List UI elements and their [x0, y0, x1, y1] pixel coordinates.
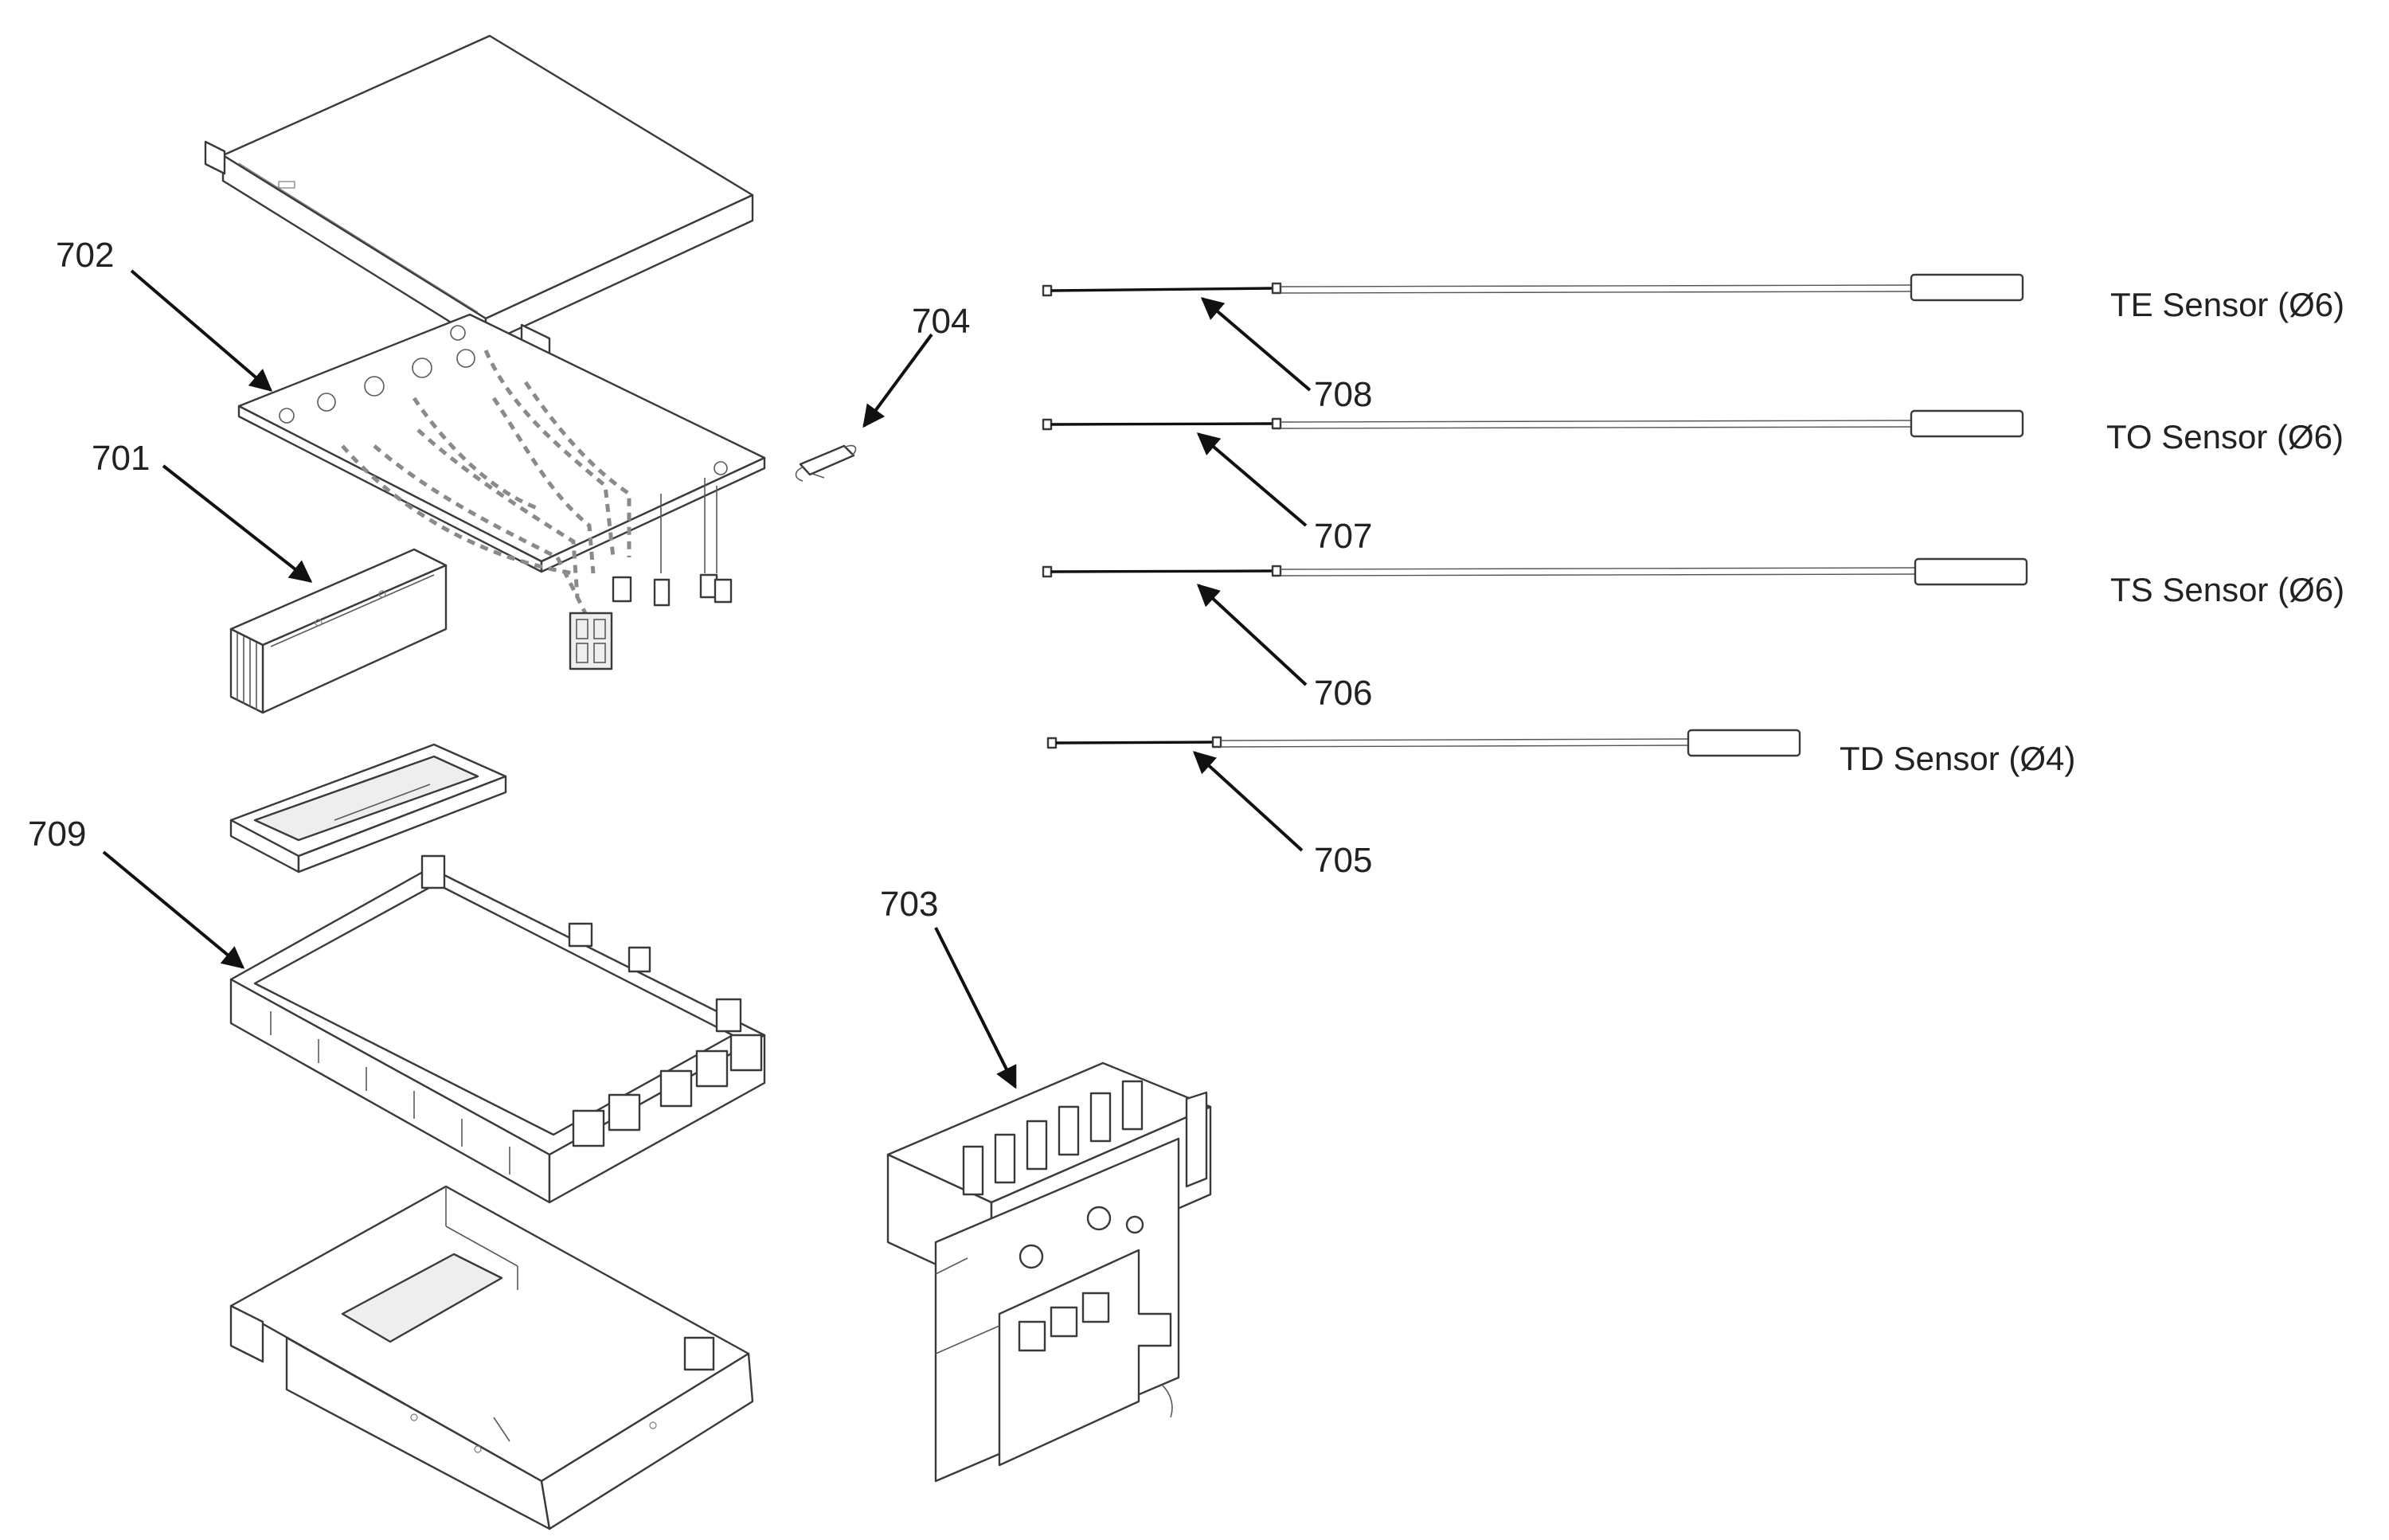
leader-704 [862, 333, 933, 428]
leader-708 [1200, 297, 1312, 392]
callout-701: 701 [92, 439, 150, 478]
callout-702: 702 [56, 236, 114, 275]
callout-703: 703 [880, 885, 938, 924]
bottom-chassis-part [229, 1185, 754, 1530]
leader-702 [130, 269, 273, 392]
to-sensor-part [1042, 409, 2024, 438]
callout-705: 705 [1314, 841, 1372, 880]
top-cover-part [204, 34, 754, 358]
heat-sink-part [229, 548, 448, 714]
leader-705 [1192, 751, 1304, 852]
sensor-label-te: TE Sensor (Ø6) [2110, 286, 2344, 323]
leader-701 [162, 464, 313, 583]
callout-709: 709 [28, 815, 86, 854]
ts-sensor-part [1042, 557, 2028, 586]
sensor-label-ts: TS Sensor (Ø6) [2110, 571, 2344, 608]
leader-706 [1196, 584, 1308, 686]
pcb-board-part [237, 313, 766, 670]
callout-704: 704 [912, 302, 970, 341]
td-sensor-part [1046, 729, 1801, 757]
sensor-label-td: TD Sensor (Ø4) [1840, 740, 2075, 777]
callout-708: 708 [1314, 375, 1372, 414]
leader-707 [1196, 432, 1308, 527]
fuse-clip-part [795, 444, 857, 482]
callout-707: 707 [1314, 517, 1372, 556]
sensor-label-to: TO Sensor (Ø6) [2106, 418, 2344, 455]
frame-tray-part [229, 743, 507, 874]
terminal-frame-part [229, 854, 766, 1204]
te-sensor-part [1042, 273, 2024, 302]
terminal-block-part [886, 1061, 1212, 1483]
leader-703 [934, 927, 1017, 1089]
leader-709 [102, 850, 245, 969]
callout-706: 706 [1314, 674, 1372, 713]
